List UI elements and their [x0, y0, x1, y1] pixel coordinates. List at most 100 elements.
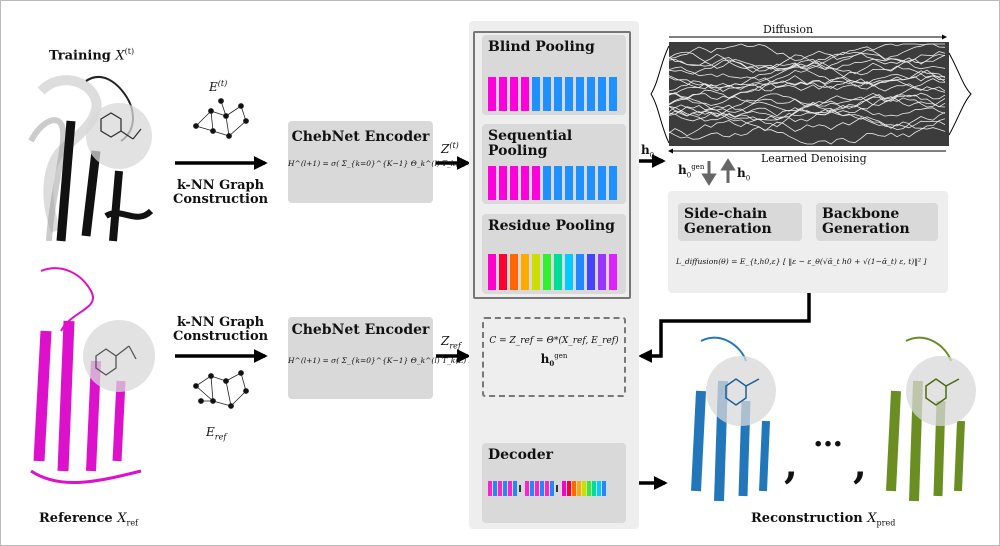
diffusion-trajectory — [668, 105, 946, 129]
diffusion-trajectory — [668, 53, 946, 79]
decoder-bar — [525, 481, 529, 496]
diffusion-trajectory — [668, 43, 946, 70]
reconstruction-protein-blue — [691, 336, 776, 502]
right-distribution-curve — [948, 52, 972, 136]
diffusion-trajectory — [668, 43, 946, 70]
pooling-bracket — [473, 31, 631, 299]
diffusion-trajectory — [668, 79, 946, 106]
decoder-bar — [540, 481, 544, 496]
embedding-bar — [609, 166, 617, 200]
embedding-bar — [521, 254, 529, 290]
reference-protein-image — [30, 267, 155, 484]
decoder-bar — [545, 481, 549, 496]
z-top-label: Z(t) — [441, 141, 459, 156]
embedding-bar — [598, 254, 606, 290]
embedding-bar — [609, 254, 617, 290]
diffusion-trajectory — [668, 89, 946, 108]
blind-pooling-title: Blind Pooling — [488, 39, 595, 55]
diffusion-plot — [650, 34, 972, 154]
diffusion-loss-formula: L_diffusion(θ) = E_{t,h0,ε} [ ‖ε − ε_θ(√… — [676, 257, 927, 266]
conditioning-h0gen: h0gen — [540, 352, 568, 369]
h0-gen-label: h0gen — [678, 163, 705, 180]
embedding-bar — [598, 166, 606, 200]
embedding-bar — [488, 77, 496, 111]
reconstruction-ellipsis: … — [813, 419, 843, 454]
embedding-bar — [488, 254, 496, 290]
chebnet-encoder-bottom: ChebNet Encoder H^(l+1) = σ( Σ_{k=0}^{K−… — [288, 317, 495, 399]
decoder-bar — [513, 481, 517, 496]
embedding-bar — [576, 77, 584, 111]
embedding-bar — [554, 77, 562, 111]
embedding-bar — [565, 166, 573, 200]
decoder-bar — [567, 481, 571, 496]
encoder-bottom-title: ChebNet Encoder — [291, 322, 430, 338]
embedding-bar — [510, 77, 518, 111]
h0-updown-arrows — [701, 158, 736, 186]
diffusion-trajectory — [668, 43, 945, 73]
embedding-bar — [499, 77, 507, 111]
encoder-bottom-formula: H^(l+1) = σ( Σ_{k=0}^{K−1} Θ_k^(l) T_k(L… — [288, 356, 495, 365]
embedding-bar — [587, 166, 595, 200]
decoder-bar — [562, 481, 566, 496]
diffusion-trajectory — [668, 98, 946, 132]
embedding-bar — [565, 254, 573, 290]
diffusion-trajectory — [668, 65, 946, 88]
decoder-bar — [592, 481, 596, 496]
diffusion-trajectory — [668, 97, 946, 122]
conditioning-formula: C = Z_ref = Θ*(X_ref, E_ref) — [489, 336, 619, 346]
embedding-bar — [587, 77, 595, 111]
diffusion-plot-bg — [669, 42, 949, 146]
edge-label-top: E(t) — [209, 79, 228, 94]
diffusion-label: Diffusion — [763, 23, 814, 36]
embedding-bar — [510, 254, 518, 290]
decoder-bar — [572, 481, 576, 496]
embedding-bar — [521, 77, 529, 111]
training-label: Training X(t) — [49, 47, 135, 64]
edge-label-bottom: Eref — [206, 425, 227, 442]
reconstruction-comma-2: , — [853, 441, 867, 488]
decoder-separator — [519, 485, 521, 492]
embedding-bar — [598, 77, 606, 111]
decoder-bar — [582, 481, 586, 496]
embedding-bar — [532, 166, 540, 200]
reconstruction-protein-green — [886, 336, 976, 502]
embedding-bar — [554, 254, 562, 290]
embedding-bar — [576, 254, 584, 290]
embedding-bar — [543, 166, 551, 200]
diffusion-trajectory — [668, 78, 946, 121]
decoder-bar — [587, 481, 591, 496]
decoder-bar — [493, 481, 497, 496]
decoder-bar — [602, 481, 606, 496]
reference-label: Reference Xref — [39, 511, 139, 528]
knn-graph-top-icon — [193, 98, 249, 139]
embedding-bar — [499, 166, 507, 200]
diffusion-trajectory — [668, 69, 946, 93]
decoder-bar — [503, 481, 507, 496]
blind-pooling-box: Blind Pooling — [482, 35, 626, 115]
embedding-bar — [576, 166, 584, 200]
decoder-bar — [577, 481, 581, 496]
embedding-bar — [543, 77, 551, 111]
decoder-bar — [508, 481, 512, 496]
reconstruction-comma-1: , — [784, 441, 798, 488]
z-bottom-label: Zref — [441, 334, 461, 351]
left-distribution-curve — [650, 45, 670, 144]
embedding-bar — [488, 166, 496, 200]
embedding-bar — [554, 166, 562, 200]
decoder-box: Decoder — [482, 443, 626, 523]
diffusion-trajectory — [668, 92, 946, 118]
residue-pooling-title: Residue Pooling — [488, 218, 615, 234]
h0-label: h0 — [641, 143, 655, 160]
diffusion-trajectory — [668, 59, 946, 85]
training-protein-image — [28, 75, 154, 242]
decoder-title: Decoder — [488, 447, 553, 463]
